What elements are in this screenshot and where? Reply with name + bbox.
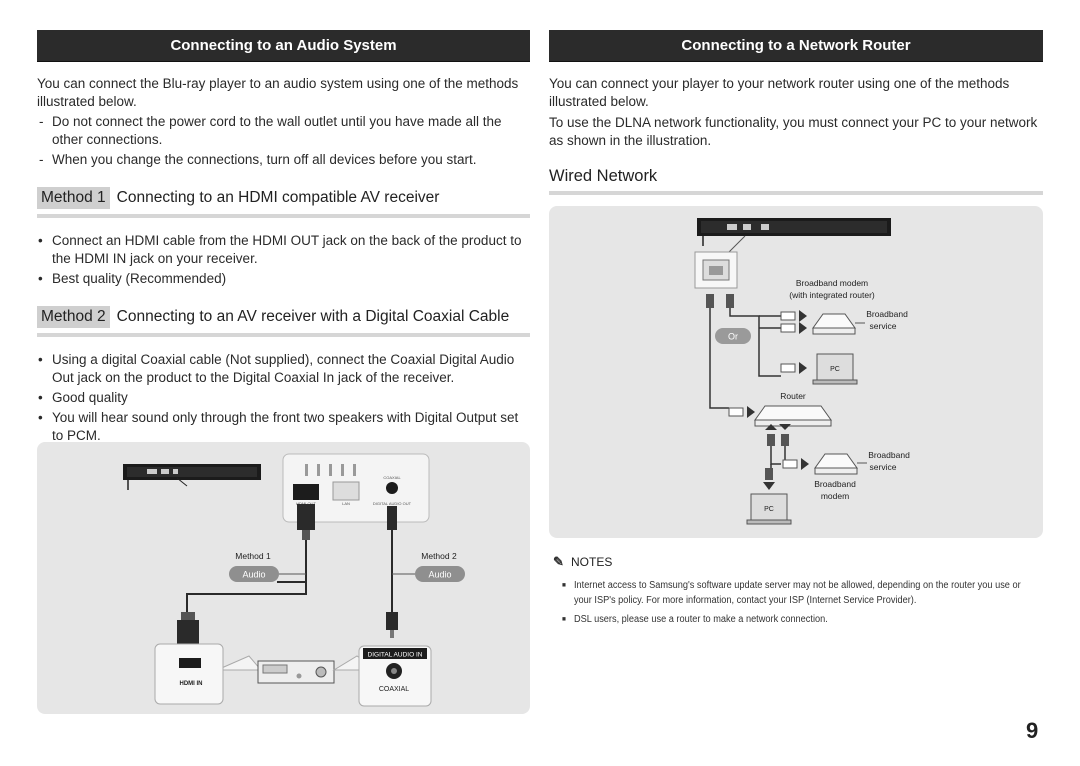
pc-down-arrow [763, 468, 775, 490]
digital-audio-in-panel: DIGITAL AUDIO IN COAXIAL [358, 645, 432, 707]
jack-lan-label: LAN [342, 501, 350, 506]
router-up-down-arrows [765, 424, 791, 430]
audio-badge-2-text: Audio [428, 570, 451, 580]
broadband-modem-icon [812, 313, 856, 335]
network-connection-diagram: Or Broadband modem (with integrated rout… [549, 206, 1043, 538]
method1-bullet-1: Connect an HDMI cable from the HDMI OUT … [37, 232, 530, 268]
jack-digital-audio-out-label: DIGITAL AUDIO OUT [373, 501, 412, 506]
network-section-title: Connecting to a Network Router [549, 30, 1043, 62]
service-label-2: service [870, 462, 897, 472]
router-label: Router [780, 391, 806, 401]
network-router-section: Connecting to a Network Router You can c… [549, 30, 1043, 195]
method2-tag: Method 2 [37, 306, 110, 328]
modem-bottom-label-1: Broadband [814, 479, 856, 489]
broadband-label-2: Broadband [868, 450, 910, 460]
page-number: 9 [1026, 718, 1039, 743]
pencil-icon: ✎ [553, 554, 564, 569]
jack-coaxial-label: COAXIAL [383, 475, 401, 480]
jack-hdmi-out-label: HDMI OUT [296, 501, 316, 506]
modem-arrow-3 [782, 458, 809, 470]
lan-port-zoom [694, 235, 746, 289]
digital-audio-in-label: DIGITAL AUDIO IN [368, 652, 423, 659]
modem-arrow-1 [780, 310, 807, 322]
method1-diagram-label: Method 1 [235, 551, 271, 561]
laptop-icon-2: PC [746, 493, 792, 525]
modem-bottom-label-2: modem [821, 491, 849, 501]
broadband-modem-icon-2 [814, 453, 858, 475]
method1-title: Connecting to an HDMI compatible AV rece… [116, 189, 440, 206]
note-2: DSL users, please use a router to make a… [562, 612, 1040, 627]
audio-connection-diagram: HDMI OUT LAN COAXIAL DIGITAL AUDIO OUT M… [37, 442, 530, 714]
method2-bullet-3: You will hear sound only through the fro… [37, 409, 530, 445]
av-receiver-icon [216, 655, 379, 684]
hdmi-in-label: HDMI IN [180, 681, 203, 687]
bluray-player-icon [697, 218, 891, 246]
method1-tag: Method 1 [37, 187, 110, 209]
method2-bullet-1: Using a digital Coaxial cable (Not suppl… [37, 351, 530, 387]
audio-intro: You can connect the Blu-ray player to an… [37, 76, 519, 109]
broadband-label-1: Broadband [866, 309, 908, 319]
method1-heading: Method 1 Connecting to an HDMI compatibl… [37, 187, 530, 218]
laptop-icon-1: PC [812, 353, 858, 385]
audio-badge-1-text: Audio [242, 570, 265, 580]
hdmi-in-panel: HDMI IN [154, 643, 224, 705]
method1-bullet-2: Best quality (Recommended) [37, 270, 530, 288]
pc-label-2: PC [764, 506, 774, 513]
audio-system-section: Connecting to an Audio System You can co… [37, 30, 530, 445]
router-arrow [728, 406, 755, 418]
method2-heading: Method 2 Connecting to an AV receiver wi… [37, 306, 530, 337]
notes-block: ✎ NOTES Internet access to Samsung's sof… [553, 554, 1080, 627]
audio-dash-2: When you change the connections, turn of… [37, 151, 530, 169]
modem-label-1: Broadband modem [796, 278, 868, 288]
or-badge [715, 328, 751, 344]
audio-dash-1: Do not connect the power cord to the wal… [37, 113, 530, 149]
service-label-1: service [870, 321, 897, 331]
wired-network-heading: Wired Network [549, 167, 1043, 195]
audio-section-title: Connecting to an Audio System [37, 30, 530, 62]
note-1: Internet access to Samsung's software up… [562, 578, 1040, 608]
audio-badge-1 [229, 566, 279, 582]
method2-title: Connecting to an AV receiver with a Digi… [116, 308, 510, 325]
lan-cables [706, 294, 781, 409]
pc-label-1: PC [830, 366, 840, 373]
modem-label-2: (with integrated router) [789, 290, 875, 300]
modem-arrow-2 [780, 322, 807, 334]
router-icon [754, 405, 832, 427]
pc-arrow-1 [780, 362, 807, 374]
method2-bullet-2: Good quality [37, 389, 530, 407]
audio-badge-2 [415, 566, 465, 582]
network-intro: You can connect your player to your netw… [549, 76, 1010, 109]
notes-heading: ✎ NOTES [553, 554, 1080, 570]
coaxial-label: COAXIAL [379, 686, 409, 693]
bluray-player-icon [123, 464, 261, 490]
network-intro-2: To use the DLNA network functionality, y… [549, 115, 1038, 148]
or-badge-text: Or [728, 332, 738, 342]
coaxial-cable [386, 506, 398, 638]
notes-title: NOTES [571, 555, 613, 569]
method2-diagram-label: Method 2 [421, 551, 457, 561]
rear-panel-zoom: HDMI OUT LAN COAXIAL DIGITAL AUDIO OUT [282, 453, 430, 523]
